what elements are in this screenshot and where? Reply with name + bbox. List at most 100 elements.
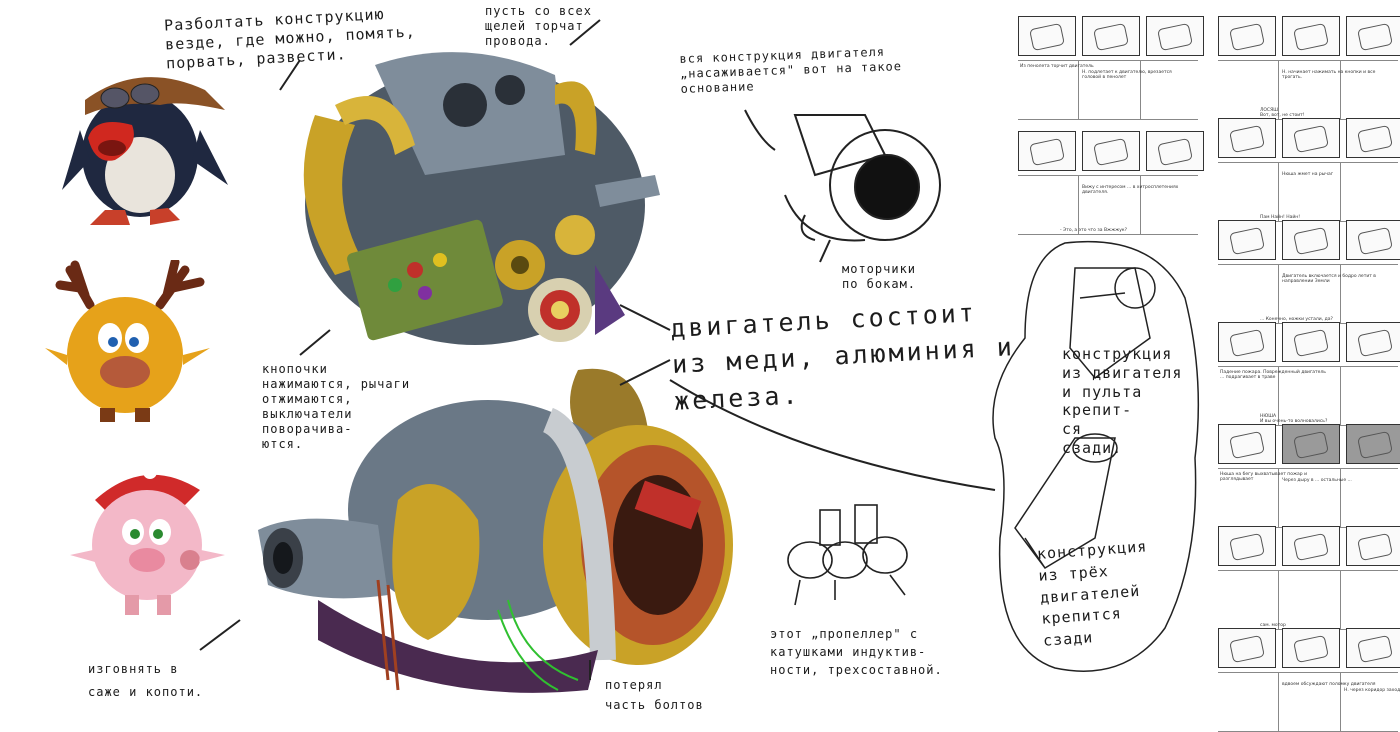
note-materials: двигатель состоит из меди, алюминия и же… bbox=[669, 297, 1016, 416]
panel-sketch bbox=[1229, 328, 1265, 358]
storyboard-panel bbox=[1346, 118, 1400, 158]
storyboard-panel: 29 bbox=[1282, 424, 1340, 464]
storyboard-caption: Вижу с интересом ... в хитросплетениях д… bbox=[1082, 185, 1179, 195]
engine-base-sketch bbox=[775, 95, 955, 255]
storyboard-panel-row: 141516 bbox=[1218, 16, 1400, 56]
panel-sketch bbox=[1293, 328, 1329, 358]
storyboard-panel bbox=[1146, 131, 1204, 171]
penguin-character bbox=[60, 60, 230, 230]
panel-sketch bbox=[1093, 137, 1129, 167]
panel-sketch bbox=[1357, 634, 1393, 664]
storyboard-panel: 32 bbox=[1282, 628, 1340, 668]
annotation-arrows bbox=[199, 19, 996, 680]
panel-sketch bbox=[1293, 430, 1329, 460]
panel-sketch bbox=[1029, 22, 1065, 52]
storyboard-panel bbox=[1282, 526, 1340, 566]
storyboard-panel: 28 bbox=[1218, 322, 1276, 362]
storyboard-caption-area: Н. начинает нажимать на кнопки и все тро… bbox=[1218, 60, 1398, 120]
note-three-engines: конструкция из трёх двигателей крепится … bbox=[1036, 537, 1148, 650]
engine-painting-top bbox=[265, 35, 675, 360]
note-base: вся конструкция двигателя „насаживается"… bbox=[679, 44, 903, 96]
note-propeller: этот „пропеллер" с катушками индуктив- н… bbox=[770, 627, 943, 677]
storyboard-dialog: ... Конечно, ножки устали, да? bbox=[1260, 317, 1333, 322]
storyboard-panel: 20 bbox=[1346, 220, 1400, 260]
storyboard-caption: вдвоем обсуждают поломку двигателя bbox=[1282, 682, 1376, 687]
storyboard-panel bbox=[1218, 118, 1276, 158]
storyboard-panel-row: 17 bbox=[1218, 118, 1400, 158]
panel-sketch bbox=[1293, 226, 1329, 256]
storyboard-panel bbox=[1282, 322, 1340, 362]
note-motors: моторчики по бокам. bbox=[842, 262, 917, 291]
storyboard-panel bbox=[1218, 628, 1276, 668]
panel-sketch bbox=[1229, 124, 1265, 154]
storyboard-dialog: НЮША И вы очень-то волновались? bbox=[1260, 414, 1328, 424]
concept-bubble bbox=[985, 238, 1210, 683]
storyboard-panel bbox=[1218, 424, 1276, 464]
panel-sketch bbox=[1357, 226, 1393, 256]
storyboard-caption: Через дыру в ... остальные ... bbox=[1282, 478, 1352, 483]
storyboard-panel: 10 bbox=[1018, 16, 1076, 56]
note-soot: изговнять в саже и копоти. bbox=[88, 662, 204, 699]
storyboard-panel: 30 bbox=[1218, 526, 1276, 566]
storyboard-dialog: сам. мотор bbox=[1260, 623, 1286, 628]
storyboard-panel: 31 bbox=[1346, 526, 1400, 566]
storyboard-panel-row: 29 bbox=[1218, 424, 1400, 464]
panel-sketch bbox=[1229, 430, 1265, 460]
moose-character bbox=[45, 257, 215, 430]
storyboard-panel: 16 bbox=[1346, 16, 1400, 56]
note-console: конструкция из двигателя и пульта крепит… bbox=[1062, 345, 1183, 457]
storyboard-panel bbox=[1282, 220, 1340, 260]
storyboard-panel: 19 bbox=[1218, 220, 1276, 260]
storyboard-caption: Нюша на бегу выхватывает пожар и разгляд… bbox=[1220, 472, 1308, 482]
storyboard-panel: 12 bbox=[1018, 131, 1076, 171]
storyboard-panel-row: 1213 bbox=[1018, 131, 1204, 171]
storyboard-dialog: ЛОСЯШ Вот, вот, не стоит! bbox=[1260, 108, 1305, 118]
panel-sketch bbox=[1357, 328, 1393, 358]
engine-painting-bottom bbox=[258, 360, 758, 705]
pig-character bbox=[65, 460, 235, 620]
storyboard-caption: Из пенолета торчит двигатель bbox=[1020, 64, 1094, 69]
panel-sketch bbox=[1229, 22, 1265, 52]
storyboard-panel bbox=[1346, 424, 1400, 464]
storyboard-panel-row: 3233 bbox=[1218, 628, 1400, 668]
storyboard-right: 141516 Н. начинает нажимать на кнопки и в… bbox=[1212, 0, 1400, 732]
storyboard-panel: 14 bbox=[1218, 16, 1276, 56]
panel-sketch bbox=[1157, 22, 1193, 52]
storyboard-caption: Двигатель включается и бодро летит в нап… bbox=[1282, 274, 1376, 284]
storyboard-panel: 15 bbox=[1282, 16, 1340, 56]
panel-sketch bbox=[1293, 634, 1329, 664]
storyboard-caption: Падение пожара. Поврежденный двигатель .… bbox=[1220, 370, 1326, 380]
panel-sketch bbox=[1229, 226, 1265, 256]
storyboard-panel-row: 28 bbox=[1218, 322, 1400, 362]
note-buttons: кнопочки нажимаются, рычаги отжимаются, … bbox=[262, 362, 411, 451]
panel-sketch bbox=[1357, 22, 1393, 52]
storyboard-panel bbox=[1082, 16, 1140, 56]
storyboard-panel: 17 bbox=[1282, 118, 1340, 158]
storyboard-caption: Н. начинает нажимать на кнопки и все тро… bbox=[1282, 70, 1376, 80]
panel-sketch bbox=[1293, 124, 1329, 154]
storyboard-dialog: Пам Найн! Найн! bbox=[1260, 215, 1301, 220]
storyboard-caption: Н. подлетает к двигателю, врезается голо… bbox=[1082, 70, 1172, 80]
panel-sketch bbox=[1357, 430, 1393, 460]
panel-sketch bbox=[1229, 634, 1265, 664]
propeller-sketch bbox=[780, 500, 920, 610]
storyboard-panel-row: 10 bbox=[1018, 16, 1204, 56]
storyboard-panel bbox=[1346, 322, 1400, 362]
panel-sketch bbox=[1157, 137, 1193, 167]
storyboard-caption: Нюша жмет на рычаг bbox=[1282, 172, 1334, 177]
storyboard-caption: Н. через коридор заходит во вторую пещер… bbox=[1344, 688, 1400, 693]
storyboard-caption-area: Двигатель включается и бодро летит в нап… bbox=[1218, 264, 1398, 324]
storyboard-caption-area: сам. мотор bbox=[1218, 570, 1398, 630]
storyboard-dialog: - Это, а это что за Вжжжук? bbox=[1060, 228, 1127, 233]
storyboard-panel-row: 1920 bbox=[1218, 220, 1400, 260]
storyboard-caption-area: Падение пожара. Поврежденный двигатель .… bbox=[1218, 366, 1398, 426]
panel-sketch bbox=[1293, 22, 1329, 52]
panel-sketch bbox=[1357, 532, 1393, 562]
storyboard-panel: 33 bbox=[1346, 628, 1400, 668]
panel-sketch bbox=[1029, 137, 1065, 167]
panel-sketch bbox=[1357, 124, 1393, 154]
